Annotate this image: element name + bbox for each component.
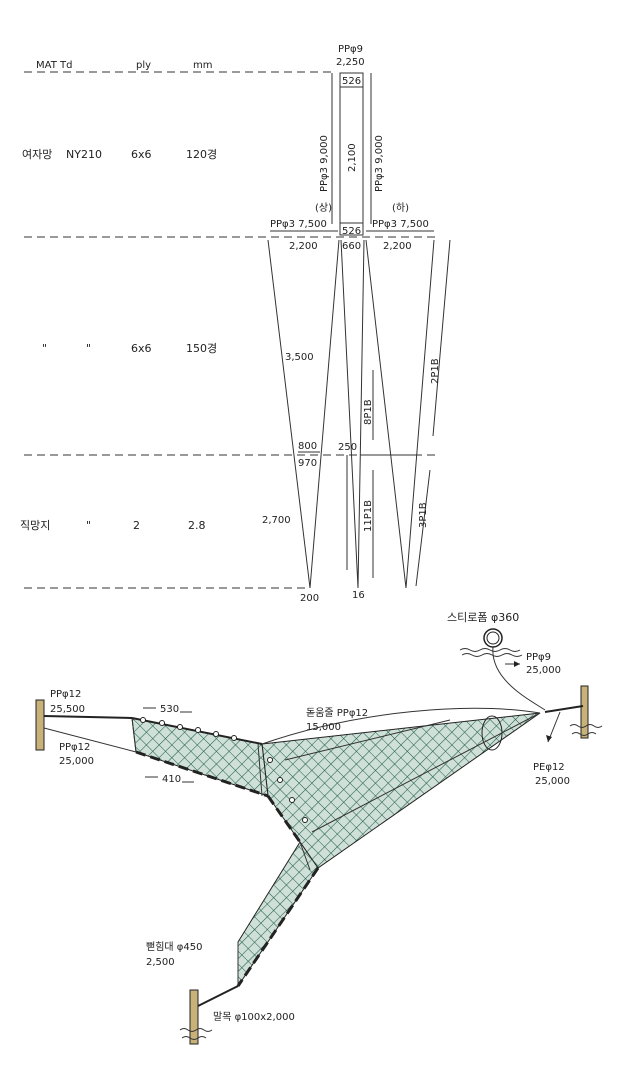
water-waves [179,1028,213,1032]
right-mark2: 3P1B [418,502,429,528]
left-top-rope-label: PPφ12 [50,689,81,700]
left-w2: 800 [298,441,317,452]
net-spec-drawing: PPφ9 2,250 526 526 PPφ3 9,000 2,100 PPφ3… [262,44,451,604]
row2-td: " [86,342,91,355]
header-td: Td [59,60,72,71]
bottom-anchor-rope [197,985,239,1007]
header-ply: ply [136,60,151,71]
arrow-head [546,735,552,742]
left-len2: 2,700 [262,515,291,526]
left-bottom: 200 [300,593,319,604]
left-w2b: 970 [298,458,317,469]
spreader-len: 2,500 [146,957,175,968]
row3-ply: 2 [133,519,140,532]
net-perspective-drawing: 스티로폼 φ360 PPφ9 25,000 PEφ12 25,000 돋움줄 P… [35,611,603,1045]
right-rope: PPφ3 9,000 [374,135,385,192]
row1-mm: 120경 [186,148,217,161]
row3-mat: 직망지 [20,519,50,532]
left-panel-outline [267,239,340,589]
mid-width-b: 526 [342,226,361,237]
left-rope: PPφ3 9,000 [319,135,330,192]
right-stake-icon [580,685,589,739]
center-bottom: 16 [352,590,365,601]
left-top-rope-len: 25,500 [50,704,85,715]
float-rope [492,646,546,711]
right-edge-line [432,239,451,437]
top-width: 526 [342,76,361,87]
lower-label: (하) [392,201,409,214]
water-waves [571,732,597,736]
left-rope-b: PPφ3 7,500 [270,219,327,230]
right-mark1: 2P1B [430,358,441,384]
left-bottom-rope-label: PPφ12 [59,742,90,753]
float-rope-label: PPφ9 [526,652,551,663]
main-funnel-net [261,712,541,869]
upper-label: (상) [315,202,332,214]
lower-lead-line [266,795,302,843]
left-bottom-rope-len: 25,000 [59,756,94,767]
center-len: 2,100 [347,143,358,172]
float-label: 스티로폼 φ360 [447,611,519,624]
header-mat: MAT [36,60,58,71]
row1-td: NY210 [66,148,102,161]
lower-wing-edge [299,841,311,871]
center-mark2: 11P1B [363,500,374,532]
lower-lead-line [236,867,320,987]
left-stake-icon [35,699,45,751]
top-rope-len: 2,250 [336,57,365,68]
bottom-stake-icon [189,989,199,1045]
dim-410: 410 [162,774,181,785]
center-panel-outline [340,239,365,589]
left-wing-lead-line [135,750,269,798]
left-wing-edge [257,743,263,797]
center-panel [339,72,364,236]
left-len1: 3,500 [285,352,314,363]
net-seam [311,712,541,833]
header-mm: mm [193,60,212,71]
middle-rope [261,707,541,745]
row3-td: " [86,519,91,532]
dim-530: 530 [160,704,179,715]
top-rope-label: PPφ9 [338,44,363,55]
water-waves [181,1036,207,1040]
left-width: 2,200 [289,241,318,252]
center-w2: 250 [338,442,357,453]
row1-ply: 6x6 [131,148,152,161]
right-width: 2,200 [383,241,412,252]
row1-mat: 여자망 [22,148,52,161]
stake-label: 말목 φ100x2,000 [213,1011,295,1023]
arrow-head [514,661,520,667]
left-top-rope [43,715,133,719]
spec-table: MAT Td ply mm 여자망 NY210 6x6 120경 " " 6x6… [20,60,436,589]
water-waves [459,648,521,652]
row2-mat: " [42,342,47,355]
middle-rope-len: 15,000 [306,722,341,733]
row3-mm: 2.8 [188,519,206,532]
float-inner [486,631,500,645]
right-anchor-rope [544,705,584,713]
left-wing-edge [131,717,137,753]
right-edge-line [415,469,431,587]
water-waves [461,653,523,657]
net-seam [284,719,451,761]
row2-ply: 6x6 [131,342,152,355]
water-waves [569,724,603,728]
left-bottom-rope [43,727,137,753]
right-rope-label: PEφ12 [533,762,565,773]
center-width: 660 [342,241,361,252]
right-rope-b: PPφ3 7,500 [372,219,429,230]
right-panel-outline [365,239,435,589]
float-rope-len: 25,000 [526,665,561,676]
lower-wing-net [237,841,319,988]
spreader-label: 뻗힘대 φ450 [146,941,202,953]
center-mark1: 8P1B [363,399,374,425]
right-rope-len: 25,000 [535,776,570,787]
row2-mm: 150경 [186,342,217,355]
middle-rope-label: 돋움줄 PPφ12 [306,707,368,719]
